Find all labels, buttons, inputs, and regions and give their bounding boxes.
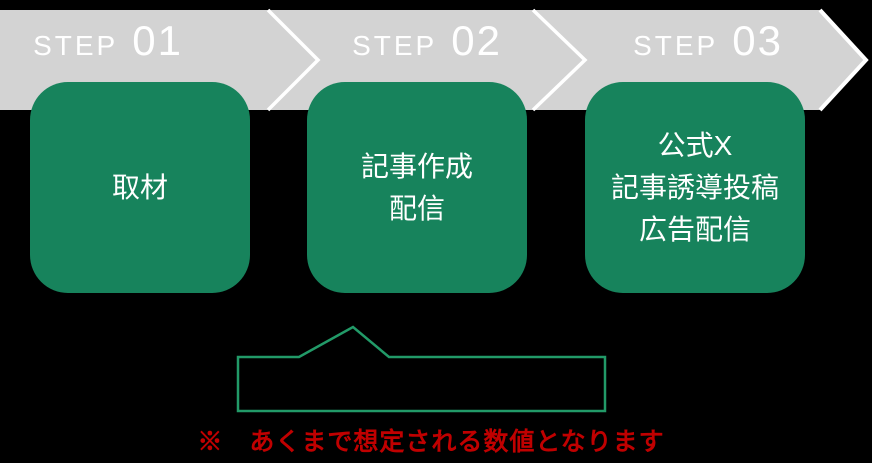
step-card-distribution: 公式X 記事誘導投稿 広告配信 bbox=[585, 82, 805, 293]
callout-outline-shape bbox=[236, 325, 607, 413]
card-text-line: 記事誘導投稿 bbox=[610, 171, 779, 203]
banner-tip-outline bbox=[818, 8, 869, 112]
step-prefix: STEP bbox=[633, 30, 719, 61]
step-prefix: STEP bbox=[352, 30, 438, 61]
step-card-article-creation: 記事作成 配信 bbox=[307, 82, 527, 293]
step-number: 03 bbox=[732, 17, 783, 64]
step-label-02: STEP 02 bbox=[352, 20, 502, 62]
chevron-separator-1 bbox=[266, 8, 321, 112]
card-text-line: 公式X bbox=[657, 129, 733, 161]
step-number: 02 bbox=[451, 17, 502, 64]
card-text-line: 広告配信 bbox=[638, 213, 751, 245]
step-label-03: STEP 03 bbox=[633, 20, 783, 62]
step-label-01: STEP 01 bbox=[33, 20, 183, 62]
step-prefix: STEP bbox=[33, 30, 119, 61]
step-number: 01 bbox=[132, 17, 183, 64]
disclaimer-note: ※ あくまで想定される数値となります bbox=[197, 428, 665, 456]
card-text-line: 配信 bbox=[388, 192, 445, 224]
chevron-separator-2 bbox=[531, 8, 588, 112]
card-text-line: 取材 bbox=[111, 171, 168, 203]
step-card-interview: 取材 bbox=[30, 82, 250, 293]
card-text-line: 記事作成 bbox=[360, 150, 473, 182]
callout-bracket bbox=[236, 325, 607, 413]
